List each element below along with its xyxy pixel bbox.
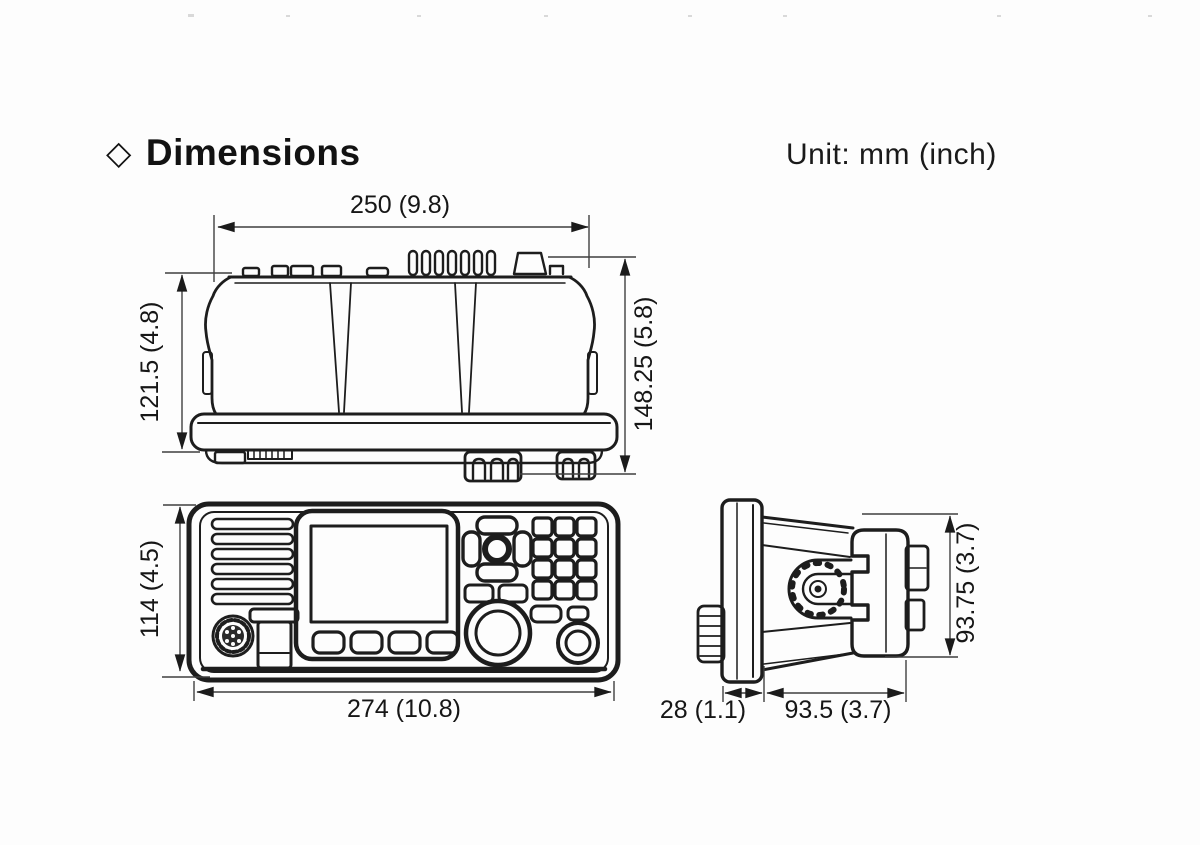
bottom-connector-a <box>463 450 523 483</box>
dim-top-width-label: 250 (9.8) <box>350 191 450 219</box>
lcd-display <box>293 508 461 662</box>
soft-keys <box>311 630 460 655</box>
top-view-front-flange <box>189 412 619 483</box>
ratchet-pivot-icon <box>789 560 847 618</box>
dim-top-depth-body-label: 121.5 (4.8) <box>136 302 164 423</box>
side-front-panel <box>720 498 764 684</box>
section-heading: ◇ Dimensions <box>106 132 361 174</box>
rear-connectors <box>904 544 930 632</box>
dim-side-height-label: 93.75 (3.7) <box>952 523 980 644</box>
dim-front-height-label: 114 (4.5) <box>136 540 164 638</box>
top-view-rear-connectors <box>241 264 565 278</box>
bottom-connector-b <box>555 450 597 481</box>
dim-front-width-label: 274 (10.8) <box>347 695 461 723</box>
top-view-dimensions: 250 (9.8) 121.5 (4.8) 148.25 (5.8) <box>136 191 658 475</box>
channel-button <box>248 607 300 670</box>
mount-bracket <box>850 528 910 658</box>
top-view-chassis <box>202 275 598 416</box>
side-knob-icon <box>696 604 726 664</box>
front-view-dimensions: 114 (4.5) 274 (10.8) <box>136 504 615 723</box>
mic-connector-icon <box>211 614 255 658</box>
ribbed-strip <box>247 449 293 460</box>
page-title: Dimensions <box>145 132 361 173</box>
dim-side-body-depth-label: 93.5 (3.7) <box>784 696 891 724</box>
unit-label: Unit: mm (inch) <box>786 138 997 171</box>
small-knob-icon <box>556 621 600 665</box>
main-knob-icon <box>463 598 533 668</box>
heatsink-fins-icon <box>407 249 548 277</box>
mode-buttons <box>463 583 529 604</box>
side-body <box>760 515 855 672</box>
numeric-keypad <box>531 516 598 601</box>
dpad-control <box>461 515 533 583</box>
dim-top-depth-total-label: 148.25 (5.8) <box>630 297 658 432</box>
scan-artifact-dots <box>188 14 1152 17</box>
dim-side-panel-depth-label: 28 (1.1) <box>660 696 746 724</box>
side-view: 93.75 (3.7) 28 (1.1) 93.5 (3.7) <box>660 498 980 724</box>
top-view: 250 (9.8) 121.5 (4.8) 148.25 (5.8) <box>136 191 658 483</box>
front-view: 114 (4.5) 274 (10.8) <box>136 501 621 723</box>
speaker-grille <box>210 517 295 606</box>
diamond-icon: ◇ <box>106 133 132 171</box>
function-buttons <box>529 604 590 624</box>
side-view-dimensions: 93.75 (3.7) 28 (1.1) 93.5 (3.7) <box>660 513 980 724</box>
